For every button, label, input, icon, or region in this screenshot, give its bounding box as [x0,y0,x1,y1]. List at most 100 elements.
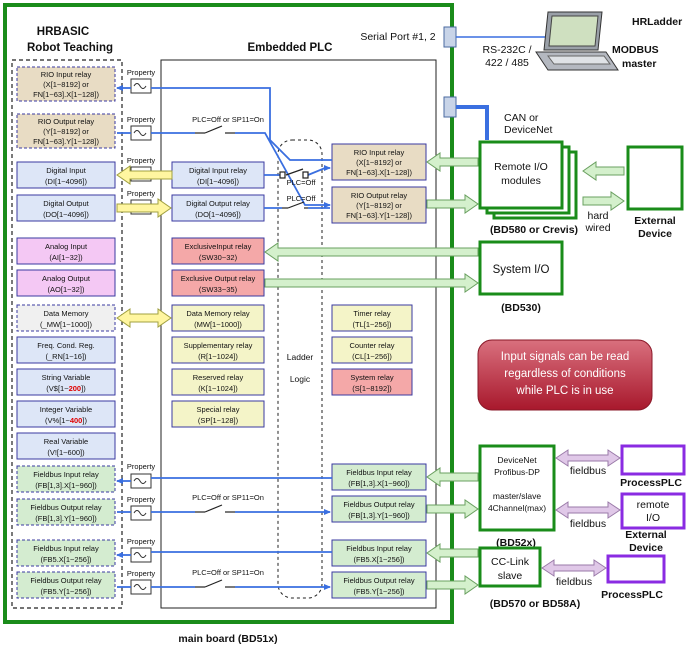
svg-text:(DO[1~4096]): (DO[1~4096]) [195,210,241,219]
plc-off-label-2: PLC=Off [287,194,317,203]
svg-text:Property: Property [127,537,156,546]
profibus-label: Profibus-DP [494,467,540,477]
devicenet-module-box [478,444,556,532]
switch-plc-input [279,168,309,179]
external-device-box [626,145,684,211]
remote-io-small-label-2: I/O [646,512,660,524]
svg-text:Property: Property [127,495,156,504]
svg-text:(SW30~32): (SW30~32) [199,253,238,262]
svg-text:(FB[1,3].X[1~960]): (FB[1,3].X[1~960]) [35,481,97,490]
yellow-arrows [116,165,173,328]
svg-text:Data Memory: Data Memory [43,309,88,318]
plc-off-sp11-on-label-3: PLC=Off or SP11=On [192,568,264,577]
svg-text:(K[1~1024]): (K[1~1024]) [198,384,238,393]
property-filter-6: Property [127,495,156,521]
svg-text:RIO Input relay: RIO Input relay [41,70,92,79]
can-link-line [456,105,489,140]
svg-text:Property: Property [127,68,156,77]
robot-real-variable-box: Real Variable (V![1~600]) [16,432,116,460]
green-arrows [264,152,625,595]
hrladder-label: HRLadder [632,16,682,28]
plc-fieldbus-output-box: Fieldbus Output relay (FB[1,3].Y[1~960]) [331,495,427,523]
processplc-box-2 [606,554,666,584]
svg-text:Integer Variable: Integer Variable [40,405,92,414]
svg-text:(V$[1~200]): (V$[1~200]) [46,384,86,393]
external-device-small-label-1: External [625,529,667,541]
switch-plc-output [282,201,308,209]
svg-text:RIO Output relay: RIO Output relay [38,117,95,126]
switch-fb5-output [195,579,235,588]
switch-rio-output [195,125,235,134]
property-filter-2: Property [127,115,156,141]
can-label: CAN or [504,112,539,124]
plc-counter-box: Counter relay (CL[1~256]) [331,336,413,364]
svg-text:(Y[1~8192] or: (Y[1~8192] or [43,127,89,136]
remote-io-small-box [620,492,686,530]
robot-analog-input-box: Analog Input (AI[1~32]) [16,237,116,265]
plc-reserved-box: Reserved relay (K[1~1024]) [171,368,265,396]
robot-integer-variable-box: Integer Variable (V%[1~400]) [16,400,116,428]
serial-port-connector [443,26,457,48]
processplc-label-1: ProcessPLC [620,477,682,489]
fieldbus-label-2: fieldbus [570,518,606,530]
svg-text:(TL[1~256]): (TL[1~256]) [353,320,392,329]
robot-teaching-title: Robot Teaching [27,42,113,54]
svg-text:Digital Input relay: Digital Input relay [189,166,247,175]
svg-text:Analog Output: Analog Output [42,274,91,283]
svg-text:(S[1~8192]): (S[1~8192]) [352,384,392,393]
switch-fieldbus-output [195,504,235,513]
svg-text:(X[1~8192] or: (X[1~8192] or [43,80,89,89]
bd52x-label: (BD52x) [496,537,536,549]
system-io-label: System I/O [493,264,550,276]
svg-text:Property: Property [127,156,156,165]
cclink-module-box [478,546,542,588]
svg-text:Property: Property [127,189,156,198]
svg-text:FN[1~63].X[1~128]): FN[1~63].X[1~128]) [346,168,412,177]
plc-off-label-1: PLC=Off [287,178,317,187]
robot-analog-output-box: Analog Output (AO[1~32]) [16,269,116,297]
bd530-label: (BD530) [501,302,541,314]
property-filter-8: Property [127,569,155,595]
svg-text:Fieldbus Input relay: Fieldbus Input relay [33,470,99,479]
svg-text:Exclusive Output relay: Exclusive Output relay [181,274,256,283]
robot-fb5-input-box: Fieldbus Input relay (FB5.X[1~256]) [16,539,116,567]
svg-text:(FB5.X[1~256]): (FB5.X[1~256]) [40,555,92,564]
svg-text:FN[1~63].Y[1~128]): FN[1~63].Y[1~128]) [346,211,412,220]
devicenet-label: DeviceNet [504,124,553,136]
svg-text:(FB[1,3].X[1~960]): (FB[1,3].X[1~960]) [348,479,410,488]
serial-port-label: Serial Port #1, 2 [360,31,435,43]
fieldbus-label-3: fieldbus [556,576,592,588]
devicenet-module-label: DeviceNet [497,455,537,465]
robot-rio-input-box: RIO Input relay (X[1~8192] or FN[1~63].X… [16,66,116,102]
plc-system-relay-box: System relay (S[1~8192]) [331,368,413,396]
svg-text:Data Memory relay: Data Memory relay [186,309,250,318]
blue-signal-lines [116,85,332,590]
svg-text:Supplementary relay: Supplementary relay [184,341,253,350]
rs232-label: RS-232C / [482,44,531,56]
svg-text:Fieldbus Input relay: Fieldbus Input relay [346,468,412,477]
svg-text:(DO[1~4096]): (DO[1~4096]) [43,210,89,219]
svg-text:Property: Property [127,115,156,124]
svg-text:Fieldbus Output relay: Fieldbus Output relay [30,503,102,512]
fieldbus-label-1: fieldbus [570,465,606,477]
svg-text:(AO[1~32]): (AO[1~32]) [48,285,85,294]
robot-freq-cond-box: Freq. Cond. Reg. (_RN[1~16]) [16,336,116,364]
svg-text:(Y[1~8192] or: (Y[1~8192] or [356,201,402,210]
svg-text:Digital Output relay: Digital Output relay [186,199,250,208]
property-filter-1: Property [127,68,156,94]
four-channel-label: 4Channel(max) [488,503,546,513]
svg-text:(V![1~600]): (V![1~600]) [47,448,85,457]
ladder-label: Ladder [287,352,314,362]
remote-io-modules: Remote I/O modules [478,140,578,220]
note-box [477,339,653,411]
modbus-label: MODBUS [612,44,659,56]
svg-text:RIO Input relay: RIO Input relay [354,148,405,157]
fieldbus-arrows [541,449,621,577]
robot-digital-input-box: Digital Input (DI[1~4096]) [16,161,116,189]
svg-text:Remote I/O: Remote I/O [494,161,548,173]
svg-text:FN[1~63].X[1~128]): FN[1~63].X[1~128]) [33,90,99,99]
svg-text:Freq. Cond. Reg.: Freq. Cond. Reg. [37,341,95,350]
bd580-label: (BD580 or Crevis) [490,224,578,236]
plc-digital-output-box: Digital Output relay (DO[1~4096]) [171,194,265,222]
